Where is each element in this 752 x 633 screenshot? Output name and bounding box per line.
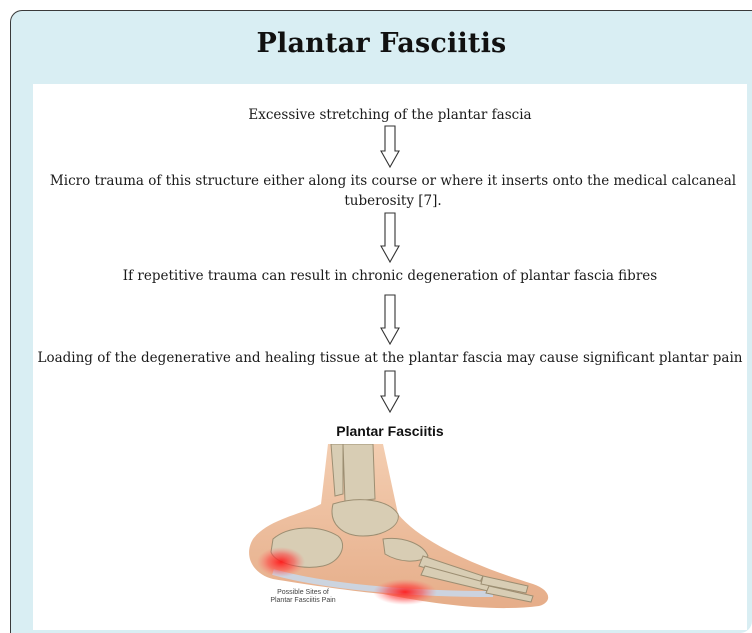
infographic-frame: Plantar Fasciitis Excessive stretching o…: [10, 10, 752, 633]
figure-label-line-1: Possible Sites of: [277, 589, 329, 596]
figure-label-line-2: Plantar Fasciitis Pain: [270, 597, 335, 604]
down-arrow-icon: [380, 294, 400, 346]
flow-step-3: If repetitive trauma can result in chron…: [33, 266, 747, 286]
down-arrow-icon: [380, 125, 400, 169]
down-arrow-icon: [380, 370, 400, 414]
pain-site-arch-marker: [373, 579, 437, 605]
foot-anatomy-illustration: Possible Sites of Plantar Fasciitis Pain: [233, 444, 553, 614]
flow-step-4: Loading of the degenerative and healing …: [33, 348, 747, 368]
down-arrow-icon: [380, 212, 400, 264]
flow-step-1: Excessive stretching of the plantar fasc…: [33, 105, 747, 125]
flow-step-2: Micro trauma of this structure either al…: [43, 171, 743, 211]
page-title: Plantar Fasciitis: [11, 28, 752, 59]
figure-caption: Plantar Fasciitis: [33, 423, 747, 439]
pain-site-heel-marker: [257, 547, 305, 577]
flowchart-panel: Excessive stretching of the plantar fasc…: [33, 84, 747, 630]
